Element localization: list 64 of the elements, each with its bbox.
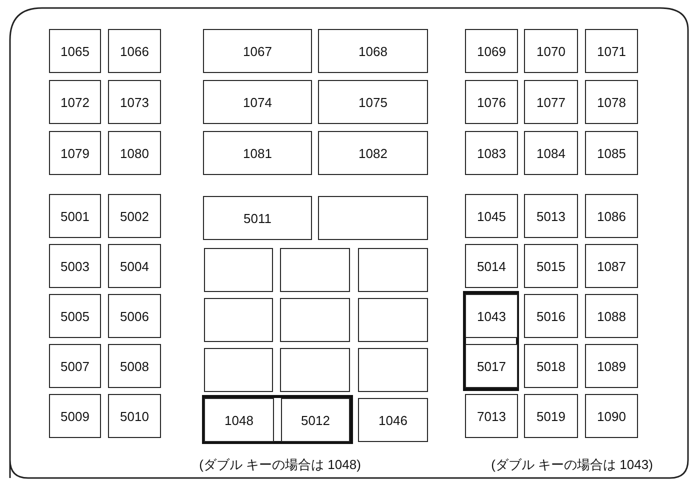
key: 1065 bbox=[49, 29, 101, 73]
key: 5003 bbox=[49, 244, 101, 288]
key: 1076 bbox=[465, 80, 518, 124]
key: 1046 bbox=[358, 398, 428, 442]
key: 5007 bbox=[49, 344, 101, 388]
key: 1067 bbox=[203, 29, 312, 73]
key: 1086 bbox=[585, 194, 638, 238]
double-key-outline bbox=[463, 291, 519, 391]
key: 1071 bbox=[585, 29, 638, 73]
key: 1089 bbox=[585, 344, 638, 388]
key: 5018 bbox=[524, 344, 578, 388]
key bbox=[204, 298, 273, 342]
key: 1087 bbox=[585, 244, 638, 288]
key: 1082 bbox=[318, 131, 428, 175]
key: 1066 bbox=[108, 29, 161, 73]
key bbox=[358, 248, 428, 292]
key: 5013 bbox=[524, 194, 578, 238]
key: 1048 bbox=[204, 398, 274, 442]
key: 5016 bbox=[524, 294, 578, 338]
key: 5004 bbox=[108, 244, 161, 288]
key: 1083 bbox=[465, 131, 518, 175]
key: 1078 bbox=[585, 80, 638, 124]
key bbox=[280, 248, 350, 292]
key: 5009 bbox=[49, 394, 101, 438]
key bbox=[358, 348, 428, 392]
key bbox=[358, 298, 428, 342]
key: 5017 bbox=[465, 344, 518, 388]
key: 1069 bbox=[465, 29, 518, 73]
key: 5010 bbox=[108, 394, 161, 438]
key: 1085 bbox=[585, 131, 638, 175]
double-key-outline bbox=[202, 395, 353, 444]
key bbox=[204, 348, 273, 392]
key: 1084 bbox=[524, 131, 578, 175]
note-text: (ダブル キーの場合は 1043) bbox=[491, 456, 653, 474]
key: 5019 bbox=[524, 394, 578, 438]
key bbox=[204, 248, 273, 292]
key: 1043 bbox=[465, 294, 518, 338]
key: 1070 bbox=[524, 29, 578, 73]
key: 1077 bbox=[524, 80, 578, 124]
key: 5011 bbox=[203, 196, 312, 240]
key: 1072 bbox=[49, 80, 101, 124]
key: 5008 bbox=[108, 344, 161, 388]
key: 5014 bbox=[465, 244, 518, 288]
key: 1090 bbox=[585, 394, 638, 438]
key: 5006 bbox=[108, 294, 161, 338]
key: 1088 bbox=[585, 294, 638, 338]
key bbox=[318, 196, 428, 240]
key: 5002 bbox=[108, 194, 161, 238]
key bbox=[280, 298, 350, 342]
key: 5015 bbox=[524, 244, 578, 288]
key bbox=[280, 348, 350, 392]
key: 1073 bbox=[108, 80, 161, 124]
key: 1045 bbox=[465, 194, 518, 238]
key: 1068 bbox=[318, 29, 428, 73]
key: 1081 bbox=[203, 131, 312, 175]
key: 1075 bbox=[318, 80, 428, 124]
note-text: (ダブル キーの場合は 1048) bbox=[199, 456, 361, 474]
key: 5012 bbox=[281, 398, 350, 442]
key: 5001 bbox=[49, 194, 101, 238]
key: 1079 bbox=[49, 131, 101, 175]
key: 5005 bbox=[49, 294, 101, 338]
key: 1074 bbox=[203, 80, 312, 124]
key: 1080 bbox=[108, 131, 161, 175]
key: 7013 bbox=[465, 394, 518, 438]
